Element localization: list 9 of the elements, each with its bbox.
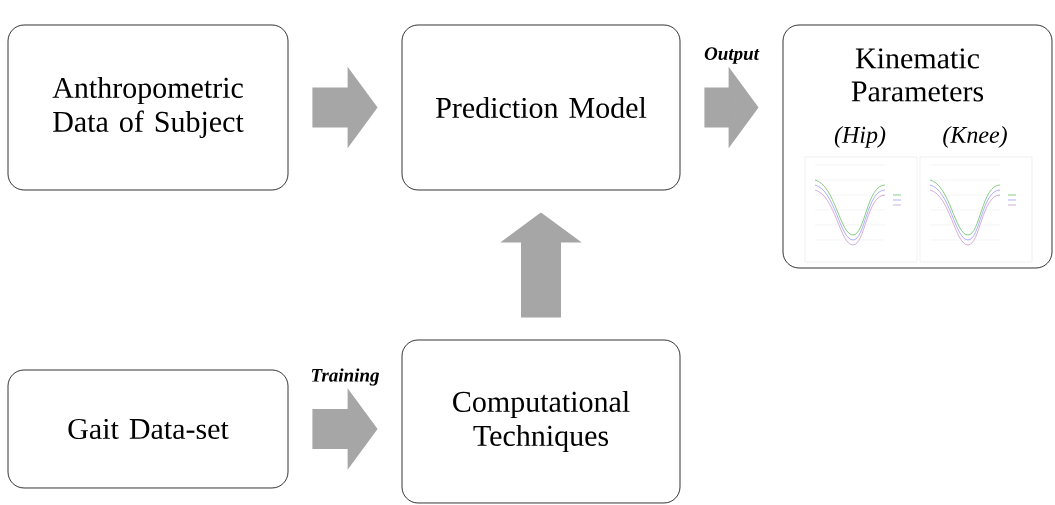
chart-caption: (Hip) [834, 126, 886, 148]
chart-caption: (Knee) [943, 126, 1007, 148]
process-box: Computational Techniques [401, 339, 681, 504]
edge-label: Training [311, 368, 379, 386]
node-title: Kinematic Parameters [851, 48, 984, 102]
edge-label: Output [704, 47, 760, 64]
process-box: Gait Data-set [7, 369, 289, 489]
process-box: Anthropometric Data of Subject [7, 24, 289, 191]
process-box: Prediction Model [401, 24, 681, 191]
